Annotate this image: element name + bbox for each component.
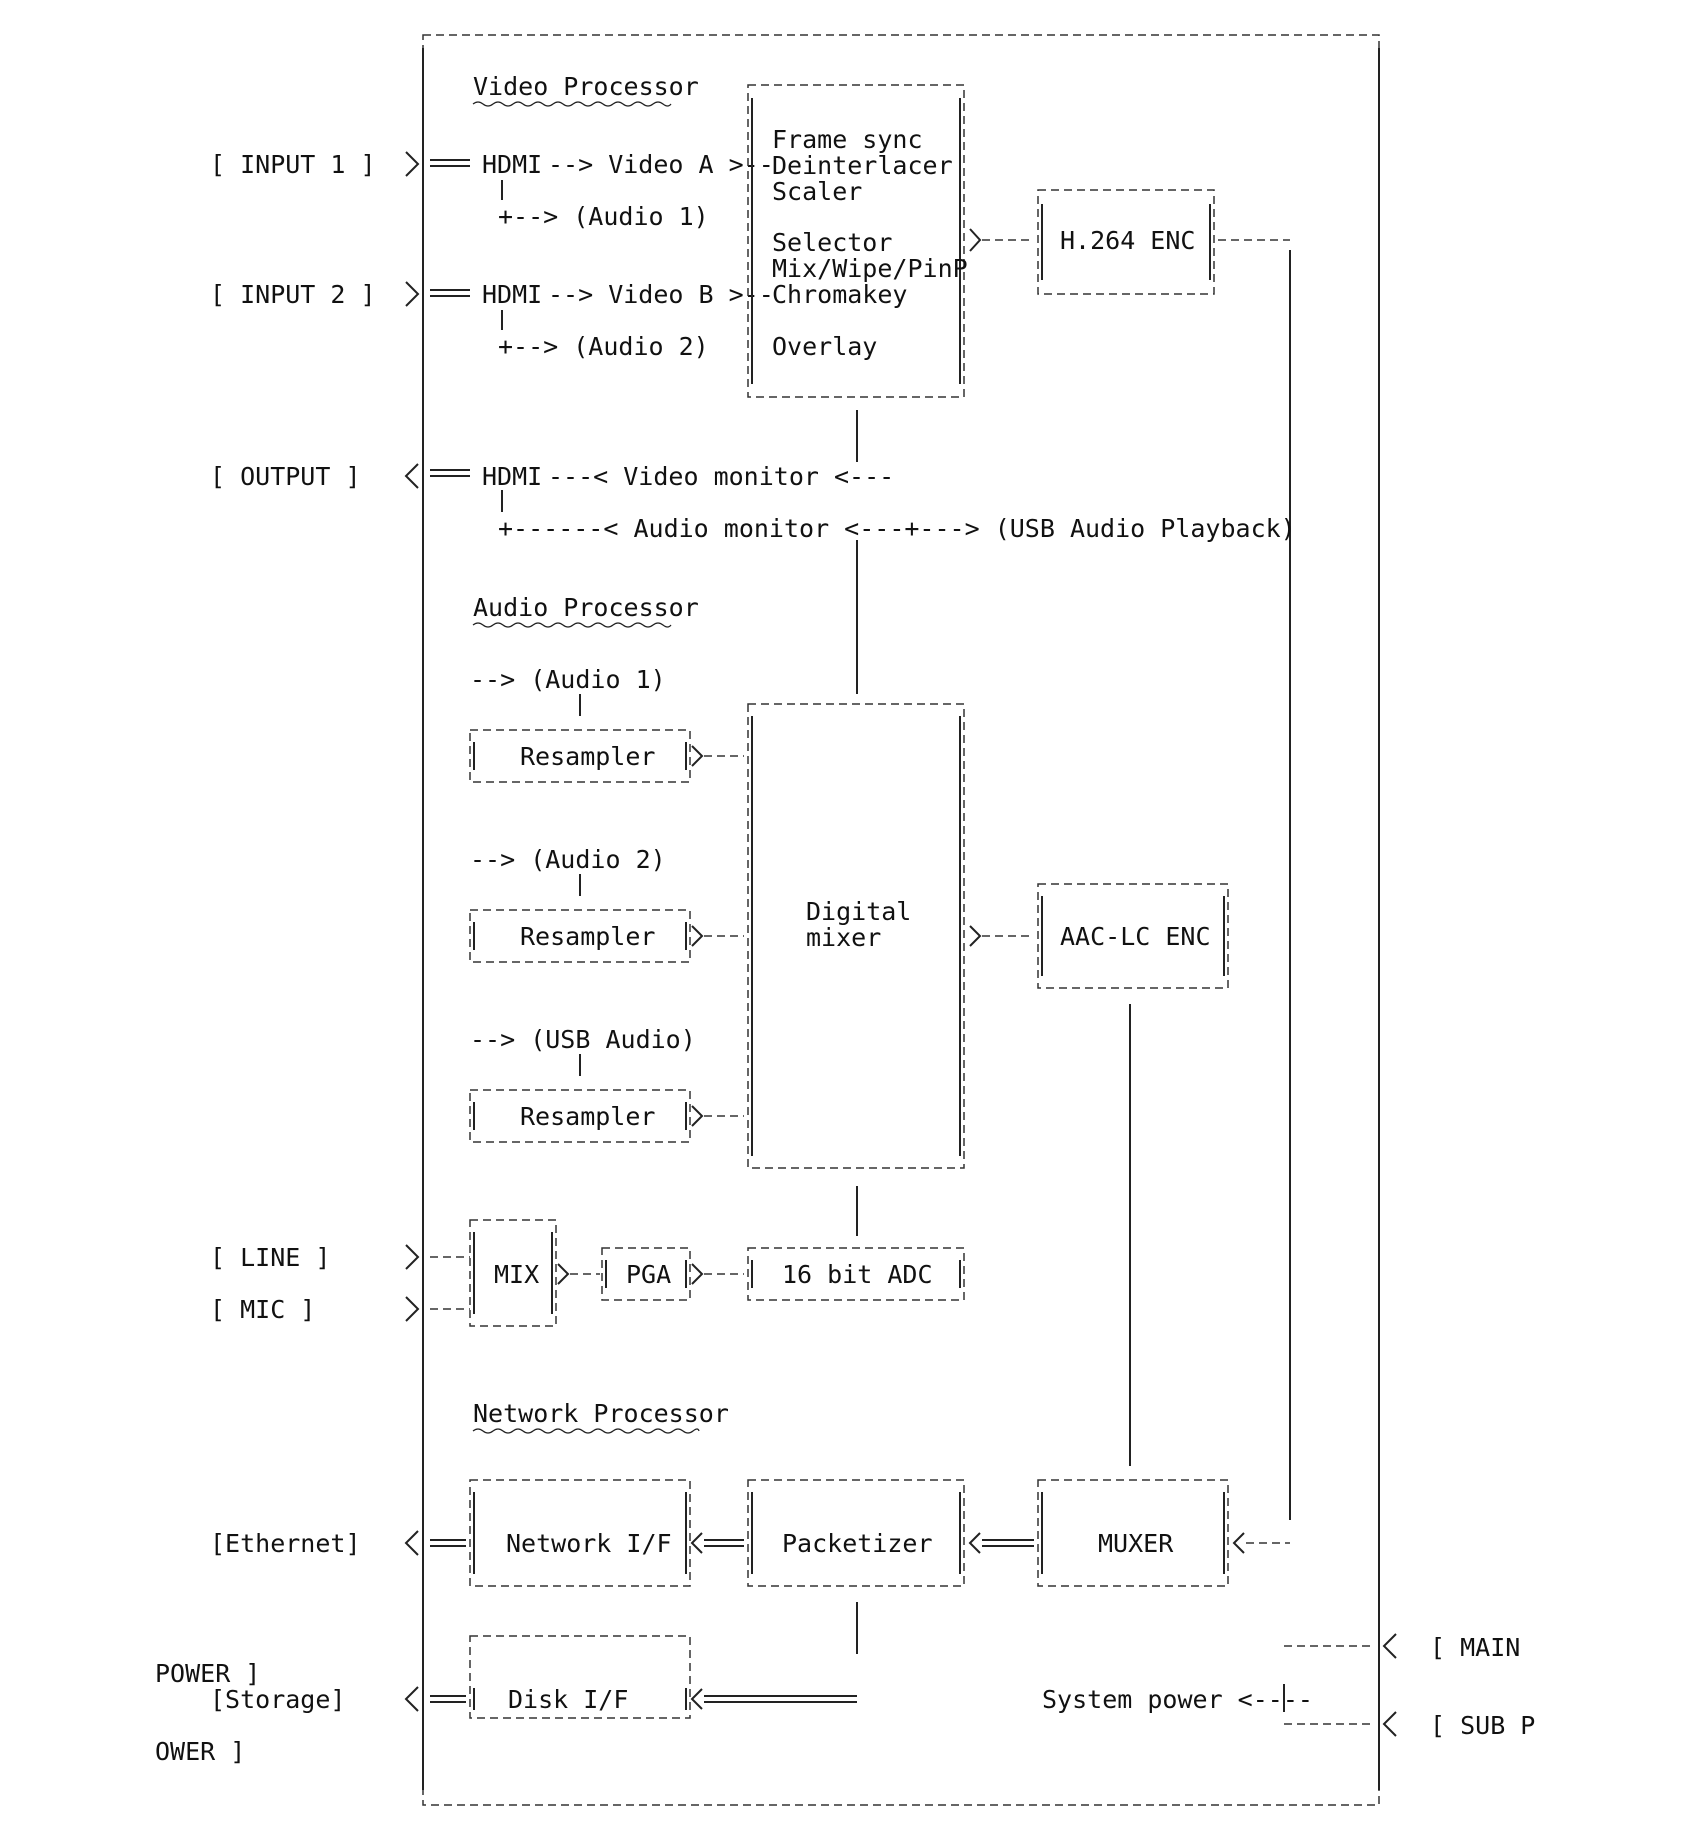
h264-encoder-block xyxy=(1037,189,1215,295)
mix-block xyxy=(469,1219,557,1327)
section-title-network: Network Processor xyxy=(473,1399,729,1428)
resampler-3-out-arrow xyxy=(691,1105,704,1127)
hdmi-label-2: HDMI xyxy=(482,280,542,309)
video-block-line-1: Frame sync xyxy=(772,125,923,154)
resampler-1-label: Resampler xyxy=(520,742,655,771)
disk-if-block xyxy=(469,1635,691,1719)
audio-title-underline xyxy=(472,622,672,628)
output-arrow xyxy=(404,463,419,489)
port-storage: [Storage] xyxy=(210,1685,345,1714)
h264-encoder-label: H.264 ENC xyxy=(1060,226,1195,255)
packetizer-to-netif-arrow xyxy=(690,1532,703,1554)
hdmi-label-1: HDMI xyxy=(482,150,542,179)
audio-1-split: +--> (Audio 1) xyxy=(498,202,709,231)
port-ethernet: [Ethernet] xyxy=(210,1529,361,1558)
resampler-1-out-arrow xyxy=(691,745,704,767)
video-title-underline xyxy=(472,101,672,107)
audio-input-usb: --> (USB Audio) xyxy=(470,1025,696,1054)
adc-block xyxy=(747,1247,965,1301)
network-if-block xyxy=(469,1479,691,1587)
network-if-label: Network I/F xyxy=(506,1529,672,1558)
port-main-power-continued: POWER ] xyxy=(155,1659,260,1688)
digital-mixer-label-2: mixer xyxy=(806,923,881,952)
muxer-to-packetizer-arrow xyxy=(968,1532,981,1554)
video-b-signal: --> Video B >-- xyxy=(548,280,774,309)
port-line: [ LINE ] xyxy=(210,1243,330,1272)
hdmi-label-out: HDMI xyxy=(482,462,542,491)
section-title-video: Video Processor xyxy=(473,72,699,101)
video-block-line-3: Scaler xyxy=(772,177,862,206)
storage-arrow xyxy=(404,1686,419,1712)
port-sub-power-continued: OWER ] xyxy=(155,1737,245,1766)
aac-encoder-block xyxy=(1037,883,1229,989)
pga-label: PGA xyxy=(626,1260,671,1289)
packetizer-block xyxy=(747,1479,965,1587)
resampler-2-out-arrow xyxy=(691,925,704,947)
port-input-2: [ INPUT 2 ] xyxy=(210,280,376,309)
muxer-block xyxy=(1037,1479,1229,1587)
resampler-2-label: Resampler xyxy=(520,922,655,951)
resampler-3-block xyxy=(469,1089,691,1143)
resampler-3-label: Resampler xyxy=(520,1102,655,1131)
video-monitor-signal: ---< Video monitor <--- xyxy=(548,462,894,491)
adc-label: 16 bit ADC xyxy=(782,1260,933,1289)
packetizer-to-disk-arrow xyxy=(690,1688,703,1710)
sub-power-arrow xyxy=(1382,1711,1397,1737)
packetizer-label: Packetizer xyxy=(782,1529,933,1558)
pga-block xyxy=(601,1247,691,1301)
section-title-audio: Audio Processor xyxy=(473,593,699,622)
input-2-arrow xyxy=(405,281,420,307)
mixer-to-aac-arrow xyxy=(969,925,982,947)
video-processor-block xyxy=(747,84,965,398)
port-mic: [ MIC ] xyxy=(210,1295,315,1324)
video-to-h264-arrow xyxy=(969,228,982,252)
audio-input-1: --> (Audio 1) xyxy=(470,665,666,694)
pga-to-adc-arrow xyxy=(691,1263,704,1285)
audio-input-2: --> (Audio 2) xyxy=(470,845,666,874)
port-main-power: [ MAIN xyxy=(1430,1633,1520,1662)
video-block-line-7: Chromakey xyxy=(772,280,907,309)
mix-label: MIX xyxy=(494,1260,539,1289)
disk-if-label: Disk I/F xyxy=(508,1685,628,1714)
port-input-1: [ INPUT 1 ] xyxy=(210,150,376,179)
video-a-signal: --> Video A >-- xyxy=(548,150,774,179)
resampler-2-block xyxy=(469,909,691,963)
network-title-underline xyxy=(472,1428,700,1434)
audio-monitor-signal: +------< Audio monitor <---+---> (USB Au… xyxy=(498,514,1296,543)
audio-2-split: +--> (Audio 2) xyxy=(498,332,709,361)
video-block-line-2: Deinterlacer xyxy=(772,151,953,180)
ethernet-arrow xyxy=(404,1530,419,1556)
mix-to-pga-arrow xyxy=(557,1263,570,1285)
digital-mixer-label-1: Digital xyxy=(806,897,911,926)
muxer-label: MUXER xyxy=(1098,1529,1174,1558)
main-power-arrow xyxy=(1382,1633,1397,1659)
line-arrow xyxy=(405,1244,420,1270)
port-sub-power: [ SUB P xyxy=(1430,1711,1535,1740)
h264-into-muxer-arrow xyxy=(1232,1532,1245,1554)
mic-arrow xyxy=(405,1296,420,1322)
digital-mixer-block xyxy=(747,703,965,1169)
video-block-line-9: Overlay xyxy=(772,332,877,361)
video-block-line-6: Mix/Wipe/PinP xyxy=(772,254,968,283)
input-1-arrow xyxy=(405,151,420,177)
aac-encoder-label: AAC-LC ENC xyxy=(1060,922,1211,951)
port-output: [ OUTPUT ] xyxy=(210,462,361,491)
video-block-line-5: Selector xyxy=(772,228,892,257)
system-power-label: System power <---- xyxy=(1042,1685,1313,1714)
resampler-1-block xyxy=(469,729,691,783)
